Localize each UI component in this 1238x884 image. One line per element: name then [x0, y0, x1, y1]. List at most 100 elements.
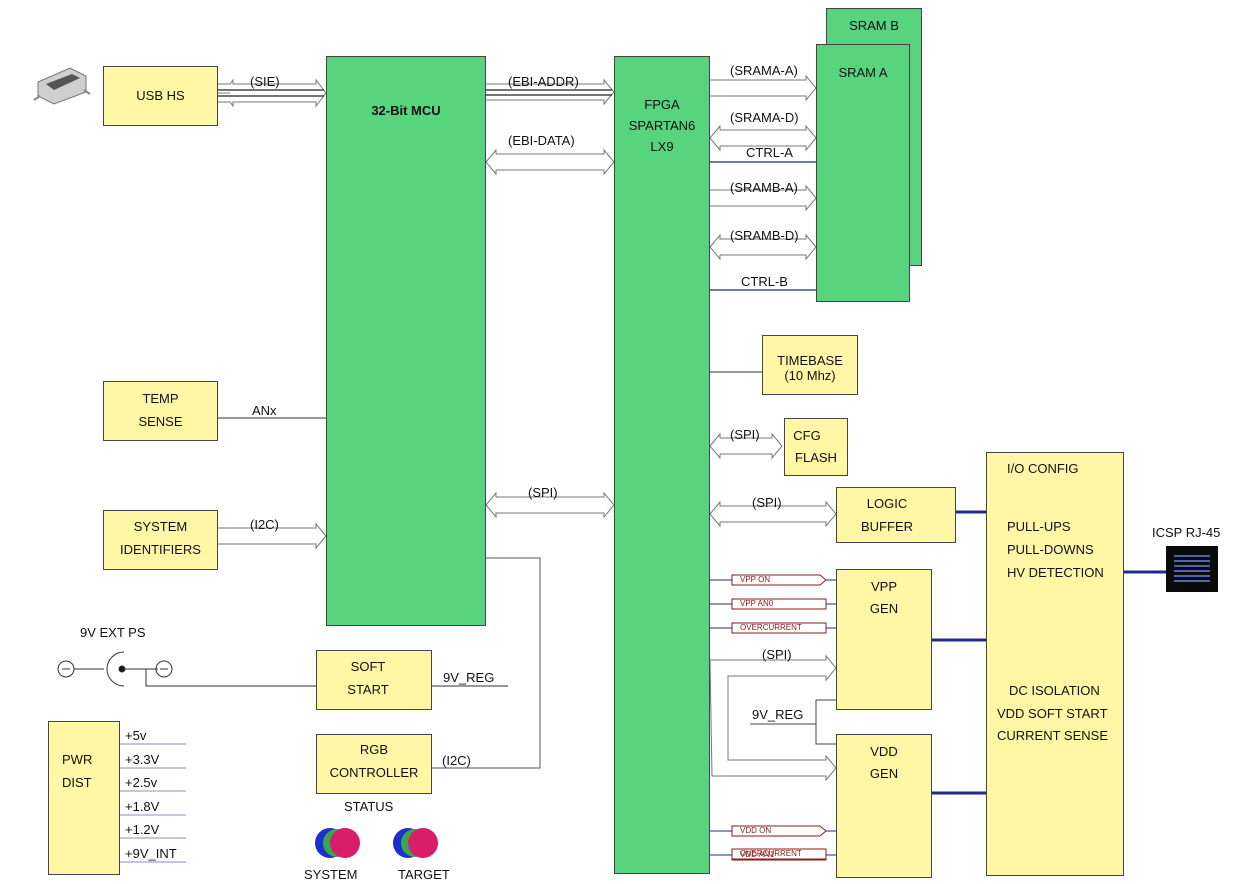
srama-d-label: (SRAMA-D) — [730, 110, 799, 125]
led-target-icon — [393, 828, 438, 858]
signal-vdd-an1: VDD AN1 — [740, 850, 775, 859]
soft-start-label-2: START — [347, 682, 389, 697]
rgb-controller-block: RGB CONTROLLER — [316, 734, 432, 794]
io-config-title: I/O CONFIG — [1007, 461, 1079, 476]
signal-tags — [731, 574, 827, 861]
icsp-label: ICSP RJ-45 — [1152, 525, 1221, 540]
anx-label: ANx — [252, 403, 277, 418]
rgb-controller-label-2: CONTROLLER — [329, 765, 419, 780]
srama-a-bus — [710, 74, 817, 102]
rail-1v2: +1.2V — [125, 822, 160, 837]
io-line-vdd-soft-start: VDD SOFT START — [997, 706, 1108, 721]
ext-ps-connector — [57, 651, 316, 687]
usb-connector-icon — [33, 67, 91, 105]
signal-vdd-on: VDD ON — [740, 826, 772, 835]
pwr-dist-label-1: PWR — [62, 752, 93, 767]
io-links — [932, 510, 1168, 795]
ebi-data-label: (EBI-DATA) — [508, 133, 575, 148]
system-identifiers-label-1: SYSTEM — [133, 519, 188, 534]
rgb-controller-label-1: RGB — [359, 742, 389, 757]
9v-reg-vdd-label: 9V_REG — [752, 707, 804, 722]
temp-sense-block: TEMP SENSE — [103, 381, 218, 441]
signal-vpp-an0: VPP AN0 — [740, 599, 774, 608]
sramb-a-label: (SRAMB-A) — [730, 180, 798, 195]
signal-overcurrent-vdd: OVERCURRENT — [740, 849, 802, 858]
i2c-rgb-line — [432, 557, 541, 769]
signal-vpp-on: VPP ON — [740, 575, 771, 584]
system-identifiers-label-2: IDENTIFIERS — [120, 542, 201, 557]
soft-start-label-1: SOFT — [350, 659, 386, 674]
sramb-d-label: (SRAMB-D) — [730, 228, 799, 243]
vdd-gen-label-1: VDD — [870, 744, 898, 759]
rail-2v5: +2.5v — [125, 775, 158, 790]
vdd-gen-label-2: GEN — [869, 766, 899, 781]
ext-ps-label: 9V EXT PS — [80, 625, 146, 640]
pwr-dist-label-2: DIST — [62, 775, 92, 790]
signal-overcurrent-vpp: OVERCURRENT — [740, 623, 802, 632]
cfg-flash-block: CFG FLASH — [784, 418, 848, 476]
io-line-dc-isolation: DC ISOLATION — [1009, 683, 1100, 698]
mcu-block: 32-Bit MCU — [326, 56, 486, 626]
cfg-flash-label-1: CFG — [793, 428, 821, 443]
cfg-flash-label-2: FLASH — [795, 450, 837, 465]
rail-3v3: +3.3V — [125, 752, 160, 767]
pwr-dist-block: PWR DIST — [48, 721, 120, 875]
rail-5v: +5v — [125, 728, 147, 743]
9v-reg-vdd-line — [750, 699, 836, 745]
spi-cfg-label: (SPI) — [730, 427, 760, 442]
fpga-label-2: SPARTAN6 — [628, 118, 696, 133]
vpp-gen-label-1: VPP — [870, 579, 897, 594]
sram-b-label: SRAM B — [849, 18, 899, 33]
timebase-block: TIMEBASE (10 Mhz) — [762, 335, 858, 395]
spi-vpp-label: (SPI) — [762, 647, 792, 662]
rj45-icon — [1166, 546, 1218, 592]
spi-cfg-bus — [709, 432, 783, 460]
sram-a-label: SRAM A — [838, 65, 888, 80]
io-line-pulldowns: PULL-DOWNS — [1007, 542, 1094, 557]
temp-sense-label-2: SENSE — [138, 414, 183, 429]
led-system-icon — [315, 828, 360, 858]
fpga-label-3: LX9 — [650, 139, 674, 154]
soft-start-block: SOFT START — [316, 650, 432, 710]
usb-hs-label: USB HS — [136, 88, 185, 103]
timebase-label-2: (10 Mhz) — [784, 368, 836, 383]
spi-vpp-bus — [709, 654, 837, 782]
fpga-block: FPGA SPARTAN6 LX9 — [614, 56, 710, 874]
vpp-gen-label-2: GEN — [869, 601, 899, 616]
system-led-label: SYSTEM — [304, 867, 358, 882]
vdd-gen-block: VDD GEN — [836, 734, 932, 878]
9v-reg-soft-label: 9V_REG — [443, 670, 495, 685]
mcu-label: 32-Bit MCU — [371, 103, 441, 118]
io-line-pullups: PULL-UPS — [1007, 519, 1071, 534]
ctrl-a-label: CTRL-A — [746, 145, 793, 160]
rail-9v-int: +9V_INT — [125, 846, 177, 861]
logic-buffer-block: LOGIC BUFFER — [836, 487, 956, 543]
system-identifiers-block: SYSTEM IDENTIFIERS — [103, 510, 218, 570]
vpp-gen-block: VPP GEN — [836, 569, 932, 710]
io-config-block: I/O CONFIG PULL-UPS PULL-DOWNS HV DETECT… — [986, 452, 1124, 876]
i2c-rgb-label: (I2C) — [442, 753, 471, 768]
spi-logic-label: (SPI) — [752, 495, 782, 510]
ctrl-b-label: CTRL-B — [741, 274, 788, 289]
io-line-hv: HV DETECTION — [1007, 565, 1104, 580]
temp-sense-label-1: TEMP — [142, 391, 179, 406]
spi-mcu-label: (SPI) — [528, 485, 558, 500]
timebase-label-1: TIMEBASE — [777, 353, 843, 368]
usb-hs-block: USB HS — [103, 66, 218, 126]
ebi-data-bus — [485, 148, 615, 176]
io-line-current-sense: CURRENT SENSE — [997, 728, 1109, 743]
target-led-label: TARGET — [398, 867, 450, 882]
srama-a-label: (SRAMA-A) — [730, 63, 798, 78]
sie-label: (SIE) — [250, 74, 280, 89]
fpga-label-1: FPGA — [644, 97, 680, 112]
logic-buffer-label-2: BUFFER — [861, 519, 913, 534]
sie-bus-core — [218, 89, 324, 97]
ebi-addr-label: (EBI-ADDR) — [508, 74, 579, 89]
i2c-sysid-label: (I2C) — [250, 517, 279, 532]
sram-a-block: SRAM A — [816, 44, 910, 302]
logic-buffer-label-1: LOGIC — [866, 496, 908, 511]
status-label: STATUS — [344, 799, 394, 814]
rail-1v8: +1.8V — [125, 799, 160, 814]
power-rail-lines — [120, 743, 186, 863]
